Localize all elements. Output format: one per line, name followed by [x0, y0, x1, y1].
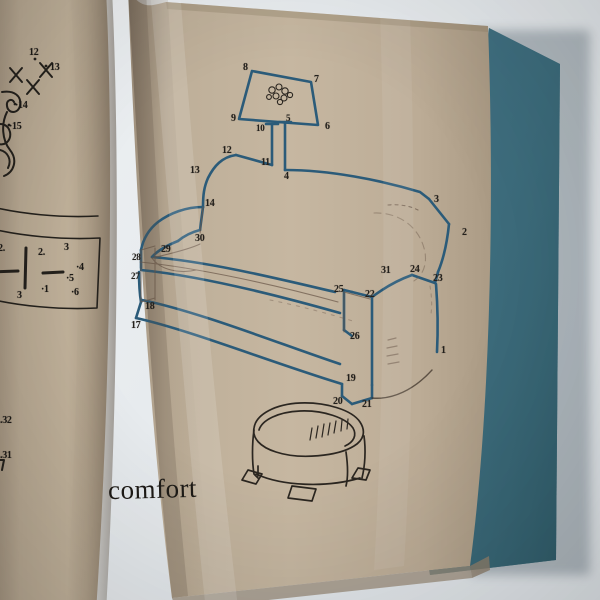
- dot-number: 3: [434, 194, 439, 205]
- dot-number: 2.: [0, 243, 5, 254]
- page-caption: comfort: [107, 472, 198, 506]
- dot-number: 4: [284, 171, 289, 182]
- dot-number: 2.: [38, 247, 45, 258]
- lampshade-motif: [266, 83, 294, 106]
- dot-number: 7: [314, 74, 319, 85]
- dot-number: ·15: [9, 121, 22, 132]
- dot-number: 23: [433, 273, 443, 284]
- dot-number: 9: [231, 113, 236, 124]
- dot-number: 30: [195, 233, 205, 244]
- dot-number: 3: [17, 290, 22, 301]
- dot-number: ·14: [15, 100, 28, 111]
- dot-number: ·13: [47, 62, 60, 73]
- dot-number: ·6: [71, 287, 79, 298]
- dot-number: 19: [346, 373, 356, 384]
- dot-number: 29: [161, 244, 171, 255]
- dot-number: 1: [441, 345, 446, 356]
- dot-number: 2: [462, 227, 467, 238]
- dot-number: ·1: [41, 284, 49, 295]
- dot-number: 11: [261, 157, 270, 168]
- dot-number: 31: [381, 265, 391, 276]
- dot-number: 24: [410, 264, 420, 275]
- dot-number: ·4: [76, 262, 84, 273]
- dot-number: 13: [190, 165, 200, 176]
- dot-number: 10: [256, 123, 265, 133]
- dot-number: 8: [243, 62, 248, 73]
- dot-number: 20: [333, 396, 343, 407]
- dot-number: ·5: [66, 273, 74, 284]
- dot-number: 28: [132, 252, 141, 262]
- dot-number: 14: [205, 198, 215, 209]
- dot-number: .32: [0, 415, 12, 426]
- dot-number: 17: [131, 320, 141, 331]
- dot-number: 12: [29, 47, 39, 58]
- dot-number: 12: [222, 145, 232, 156]
- dot-number: 27: [131, 271, 140, 281]
- dot-number: 3: [64, 242, 69, 253]
- dot-number: .31: [0, 450, 12, 461]
- dot-number: 18: [145, 301, 155, 312]
- dot-number: 26: [350, 331, 360, 342]
- dot-number: 25: [334, 284, 344, 295]
- dot-number: 5: [286, 113, 291, 123]
- dot-number: 21: [362, 399, 372, 410]
- dot-number: 6: [325, 121, 330, 132]
- dot-number: 22: [365, 289, 375, 300]
